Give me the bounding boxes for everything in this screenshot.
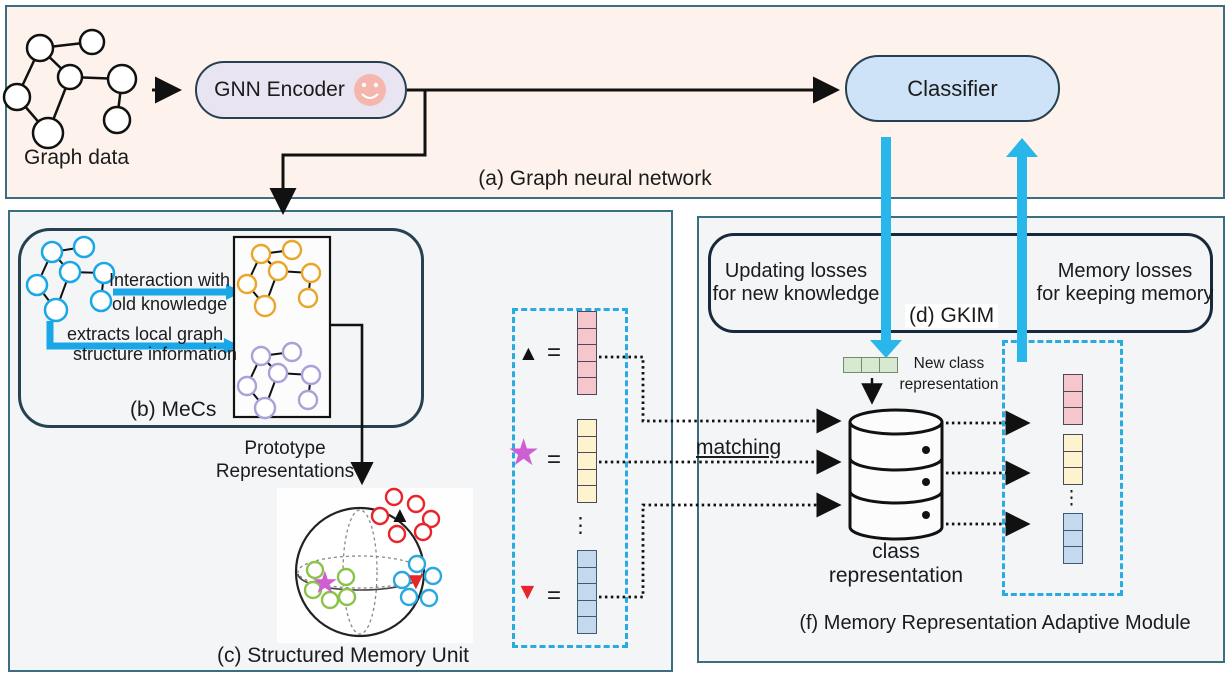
class-representation-label: class representation [828,540,964,587]
triangle-down-symbol: ▼ [516,578,539,604]
vertical-ellipsis-right: ⋮ [1062,488,1081,509]
prototype-vectors-dashed-box [512,308,628,648]
equals-sign-1: = [547,339,562,366]
memory-vector-pink [1063,374,1083,425]
star-symbol: ★ [507,432,541,473]
sphere-star-symbol: ★ [311,565,339,600]
interaction-label-line2: old knowledge [112,294,228,314]
triangle-up-symbol: ▲ [518,342,539,365]
sphere-triangle-down-symbol: ▼ [404,568,428,595]
prototype-vector-pink [577,311,597,395]
prototype-vector-blue [577,550,597,634]
extracts-label-line1: extracts local graph [67,324,224,344]
updating-losses-label: Updating losses for new knowledge [712,260,880,305]
gkim-box [708,233,1213,333]
extracts-label-line2: structure information [73,344,238,364]
smu-caption: (c) Structured Memory Unit [216,644,470,667]
memory-vectors-dashed-box [1002,340,1123,596]
graph-data-label: Graph data [24,146,130,169]
gnn-encoder-label: GNN Encoder [214,78,345,101]
gnn-encoder-node: GNN Encoder [195,61,407,119]
memory-vector-blue [1063,513,1083,564]
mecs-caption: (b) MeCs [130,398,217,421]
memory-vector-yellow [1063,434,1083,485]
classifier-label: Classifier [907,75,998,101]
smiley-icon [353,74,386,106]
sphere-triangle-up-symbol: ▲ [389,502,411,527]
interaction-label-line1: Interaction with [109,270,231,290]
matching-label: matching [696,436,782,459]
new-class-label: New class representation [899,355,999,393]
classifier-node: Classifier [845,55,1060,122]
new-class-vector-green [843,357,898,373]
panel-a-caption: (a) Graph neural network [478,167,712,190]
prototype-label-line1: Prototype [244,438,326,459]
gkim-caption: (d) GKIM [905,304,999,328]
vertical-ellipsis-left: ⋮ [570,514,591,537]
equals-sign-2: = [547,446,562,473]
module-caption: (f) Memory Representation Adaptive Modul… [799,612,1191,634]
equals-sign-3: = [547,582,562,609]
prototype-label-line2: Representations [215,461,355,482]
mecs-box [18,228,424,428]
memory-losses-label: Memory losses for keeping memory [1036,260,1214,305]
prototype-vector-yellow [577,419,597,503]
